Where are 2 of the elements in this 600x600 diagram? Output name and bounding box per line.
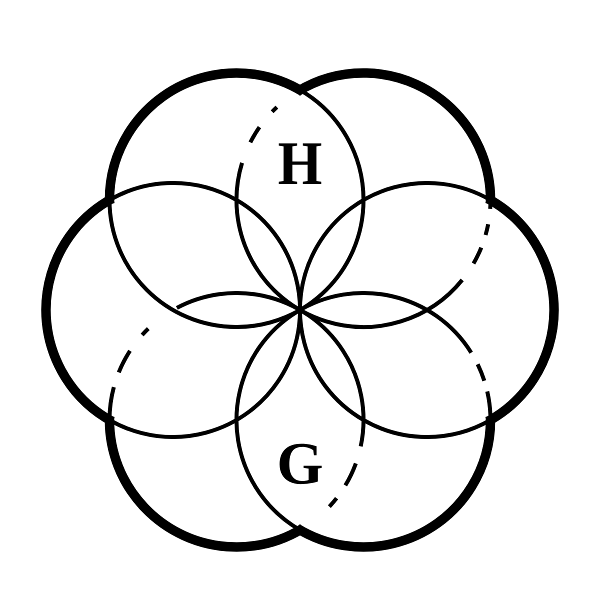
region-label: H [278,143,322,184]
region-label: G [280,444,322,484]
